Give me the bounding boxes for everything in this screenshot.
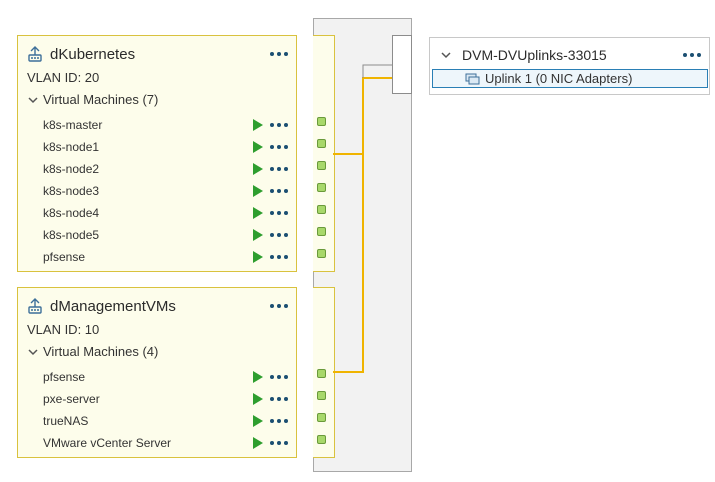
more-actions-icon[interactable] [268,302,290,310]
vm-port-icon[interactable] [317,227,326,236]
chevron-down-icon[interactable] [440,49,452,61]
virtual-machines-toggle[interactable]: Virtual Machines (4) [27,344,158,359]
powered-on-icon [253,415,263,427]
vm-list: pfsense pxe-server trueNAS VMware vCente… [43,366,290,454]
virtual-machines-toggle[interactable]: Virtual Machines (7) [27,92,158,107]
vm-port-icon[interactable] [317,205,326,214]
vm-port-icon[interactable] [317,413,326,422]
vm-row[interactable]: k8s-node3 [43,180,290,202]
uplink-port-box [392,35,412,94]
more-actions-icon[interactable] [268,121,290,129]
vm-name: k8s-node5 [43,228,100,242]
vm-port-icon[interactable] [317,249,326,258]
vm-row[interactable]: VMware vCenter Server [43,432,290,454]
nic-adapter-icon [465,73,480,84]
chevron-down-icon [28,348,38,355]
vm-port-icon[interactable] [317,435,326,444]
more-actions-icon[interactable] [268,143,290,151]
more-actions-icon[interactable] [268,165,290,173]
more-actions-icon[interactable] [268,253,290,261]
more-actions-icon[interactable] [268,50,290,58]
vm-row[interactable]: k8s-node2 [43,158,290,180]
vm-port-icon[interactable] [317,369,326,378]
dkubernetes-port-strip [313,35,335,272]
portgroup-card-dkubernetes[interactable]: dKubernetes VLAN ID: 20 Virtual Machines… [17,35,297,272]
vm-name: k8s-master [43,118,103,132]
portgroup-card-dmanagementvms[interactable]: dManagementVMs VLAN ID: 10 Virtual Machi… [17,287,297,458]
vm-name: k8s-node1 [43,140,100,154]
more-actions-icon[interactable] [268,231,290,239]
portgroup-title: dKubernetes [50,45,136,63]
vm-row[interactable]: k8s-node4 [43,202,290,224]
powered-on-icon [253,207,263,219]
portgroup-icon [28,46,42,62]
more-actions-icon[interactable] [268,417,290,425]
more-actions-icon[interactable] [268,395,290,403]
more-actions-icon[interactable] [268,209,290,217]
uplink-group-title: DVM-DVUplinks-33015 [462,47,607,63]
powered-on-icon [253,163,263,175]
vm-name: pfsense [43,250,86,264]
vm-row[interactable]: pxe-server [43,388,290,410]
powered-on-icon [253,251,263,263]
portgroup-title-row: dManagementVMs [26,296,290,316]
vm-port-icon[interactable] [317,391,326,400]
vm-row[interactable]: k8s-master [43,114,290,136]
powered-on-icon [253,141,263,153]
more-actions-icon[interactable] [268,373,290,381]
powered-on-icon [253,371,263,383]
more-actions-icon[interactable] [681,51,703,59]
vm-row[interactable]: pfsense [43,246,290,268]
more-actions-icon[interactable] [268,439,290,447]
vm-name: pxe-server [43,392,100,406]
chevron-down-icon [28,96,38,103]
portgroup-title-row: dKubernetes [26,44,290,64]
vm-row[interactable]: k8s-node1 [43,136,290,158]
portgroup-icon [28,298,42,314]
virtual-machines-label: Virtual Machines (7) [43,92,159,107]
vm-name: trueNAS [43,414,89,428]
powered-on-icon [253,119,263,131]
powered-on-icon [253,437,263,449]
vm-port-icon[interactable] [317,161,326,170]
vm-port-icon[interactable] [317,139,326,148]
uplink-item[interactable]: Uplink 1 (0 NIC Adapters) [432,69,708,88]
portgroup-title: dManagementVMs [50,297,176,315]
vm-name: pfsense [43,370,86,384]
virtual-machines-label: Virtual Machines (4) [43,344,159,359]
vm-row[interactable]: trueNAS [43,410,290,432]
uplink-label: Uplink 1 (0 NIC Adapters) [485,71,633,86]
uplink-group-card[interactable]: DVM-DVUplinks-33015 Uplink 1 (0 NIC Adap… [429,37,710,95]
vm-row[interactable]: pfsense [43,366,290,388]
vlan-id: VLAN ID: 20 [27,70,100,85]
vm-port-icon[interactable] [317,117,326,126]
vm-name: k8s-node3 [43,184,100,198]
more-actions-icon[interactable] [268,187,290,195]
vlan-id: VLAN ID: 10 [27,322,100,337]
powered-on-icon [253,393,263,405]
vm-port-icon[interactable] [317,183,326,192]
uplink-title-row: DVM-DVUplinks-33015 [440,46,703,64]
vm-row[interactable]: k8s-node5 [43,224,290,246]
vm-name: VMware vCenter Server [43,436,172,450]
powered-on-icon [253,229,263,241]
powered-on-icon [253,185,263,197]
vm-name: k8s-node4 [43,206,100,220]
vm-list: k8s-master k8s-node1 k8s-node2 k8s-node3… [43,114,290,268]
vm-name: k8s-node2 [43,162,100,176]
